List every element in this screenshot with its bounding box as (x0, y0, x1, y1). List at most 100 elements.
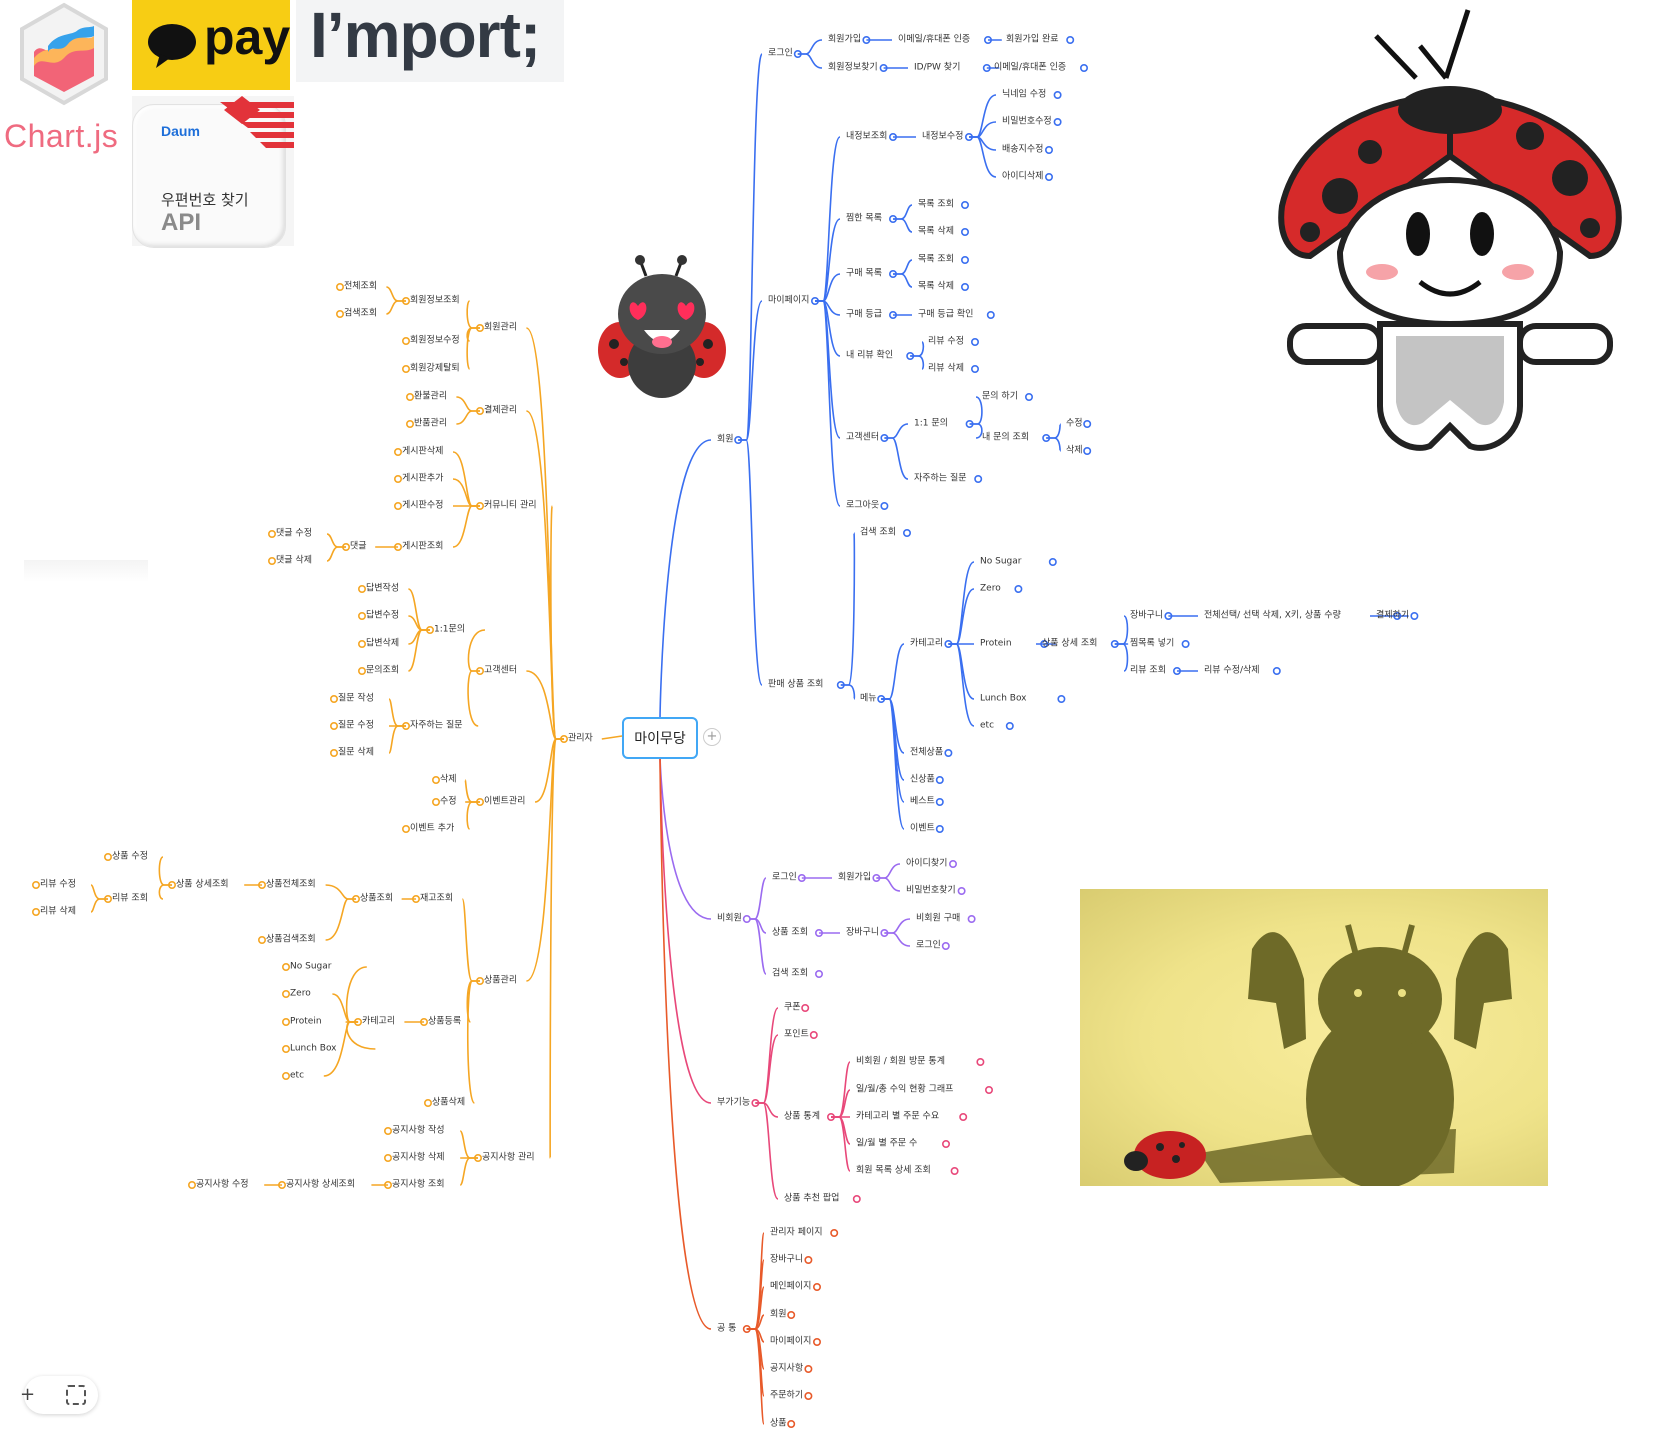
mindmap-node-a-ans-edit[interactable]: 답변수정 (366, 610, 400, 621)
node-connector-dot[interactable] (281, 1017, 290, 1026)
node-connector-dot[interactable] (960, 282, 969, 291)
mindmap-node-e-daily-order[interactable]: 일/월 별 주문 수 (856, 1138, 918, 1149)
mindmap-node-r-member[interactable]: 회원 (717, 434, 734, 445)
mindmap-node-e-revenue[interactable]: 일/월/총 수익 현황 그래프 (856, 1084, 954, 1095)
node-connector-dot[interactable] (329, 748, 338, 757)
mindmap-node-m-cs[interactable]: 고객센터 (846, 432, 880, 443)
node-connector-dot[interactable] (804, 1256, 813, 1265)
mindmap-node-e-member-list[interactable]: 회원 목록 상세 조회 (856, 1165, 931, 1176)
mindmap-node-e-coupon[interactable]: 쿠폰 (784, 1002, 801, 1013)
node-connector-dot[interactable] (104, 852, 113, 861)
add-node-button[interactable]: + (703, 728, 721, 746)
node-connector-dot[interactable] (959, 1113, 968, 1122)
mindmap-node-a-notice-detail[interactable]: 공지사항 상세조회 (286, 1179, 356, 1190)
mindmap-node-a-notice-write[interactable]: 공지사항 작성 (392, 1125, 445, 1136)
node-connector-dot[interactable] (1410, 611, 1419, 620)
mindmap-node-m-ask[interactable]: 문의 하기 (982, 391, 1018, 402)
mindmap-node-a-notice-del[interactable]: 공지사항 삭제 (392, 1152, 445, 1163)
mindmap-node-m-find-auth[interactable]: 이메일/휴대폰 인증 (994, 62, 1067, 73)
mindmap-node-m-qna[interactable]: 1:1 문의 (914, 418, 948, 429)
mindmap-node-a-ans-del[interactable]: 답변삭제 (366, 638, 400, 649)
mindmap-node-c-admin-page[interactable]: 관리자 페이지 (770, 1227, 823, 1238)
mindmap-node-a-prod-edit[interactable]: 상품 수정 (112, 851, 148, 862)
node-connector-dot[interactable] (935, 824, 944, 833)
mindmap-node-a-member-view[interactable]: 회원정보조회 (410, 295, 460, 306)
node-connector-dot[interactable] (1272, 666, 1281, 675)
node-connector-dot[interactable] (935, 775, 944, 784)
node-connector-dot[interactable] (393, 474, 402, 483)
mindmap-node-m-review[interactable]: 내 리뷰 확인 (846, 350, 894, 361)
mindmap-node-a-notice[interactable]: 공지사항 관리 (482, 1152, 535, 1163)
mindmap-node-c-main[interactable]: 메인페이지 (770, 1281, 812, 1292)
node-connector-dot[interactable] (1045, 146, 1054, 155)
node-connector-dot[interactable] (393, 501, 402, 510)
node-connector-dot[interactable] (941, 941, 950, 950)
node-connector-dot[interactable] (1014, 584, 1023, 593)
mindmap-node-c-notice[interactable]: 공지사항 (770, 1363, 804, 1374)
mindmap-node-a-member[interactable]: 회원관리 (484, 322, 518, 333)
mindmap-node-m-cart-ops[interactable]: 전체선택/ 선택 삭제, X키, 상품 수량 (1204, 610, 1341, 621)
mindmap-node-r-guest[interactable]: 비회원 (717, 913, 742, 924)
mindmap-node-m-sale[interactable]: 판매 상품 조회 (768, 679, 824, 690)
node-connector-dot[interactable] (1053, 91, 1062, 100)
mindmap-node-a-protein[interactable]: Protein (290, 1016, 322, 1027)
node-connector-dot[interactable] (405, 392, 414, 401)
node-connector-dot[interactable] (787, 1420, 796, 1429)
mindmap-node-c-product[interactable]: 상품 (770, 1418, 787, 1429)
node-connector-dot[interactable] (329, 721, 338, 730)
mindmap-node-m-event[interactable]: 이벤트 (910, 823, 935, 834)
node-connector-dot[interactable] (1066, 35, 1075, 44)
node-connector-dot[interactable] (976, 1058, 985, 1067)
mindmap-node-m-addr[interactable]: 배송지수정 (1002, 144, 1044, 155)
mindmap-node-m-nick[interactable]: 닉네임 수정 (1002, 89, 1047, 100)
node-connector-dot[interactable] (1053, 118, 1062, 127)
node-connector-dot[interactable] (809, 1031, 818, 1040)
mindmap-node-a-post-edit[interactable]: 게시판수정 (402, 500, 444, 511)
node-connector-dot[interactable] (970, 364, 979, 373)
node-connector-dot[interactable] (950, 1167, 959, 1176)
mindmap-node-m-nosugar[interactable]: No Sugar (980, 556, 1022, 567)
node-connector-dot[interactable] (941, 1140, 950, 1149)
node-connector-dot[interactable] (405, 419, 414, 428)
node-connector-dot[interactable] (1005, 721, 1014, 730)
mindmap-node-a-pay[interactable]: 결제관리 (484, 405, 518, 416)
node-connector-dot[interactable] (281, 1072, 290, 1081)
node-connector-dot[interactable] (1057, 694, 1066, 703)
mindmap-node-a-prod-detail[interactable]: 상품 상세조회 (176, 879, 229, 890)
node-connector-dot[interactable] (944, 748, 953, 757)
mindmap-node-c-mypage[interactable]: 마이페이지 (770, 1336, 812, 1347)
mindmap-node-r-common[interactable]: 공 통 (717, 1323, 737, 1334)
mindmap-node-m-qna-edit[interactable]: 수정 (1066, 418, 1083, 429)
mindmap-node-m-review-del[interactable]: 리뷰 삭제 (928, 363, 964, 374)
node-connector-dot[interactable] (830, 1229, 839, 1238)
mindmap-node-m-login[interactable]: 로그인 (768, 48, 793, 59)
node-connector-dot[interactable] (960, 201, 969, 210)
mindmap-node-e-stats[interactable]: 상품 통계 (784, 1111, 820, 1122)
mindmap-node-a-faq[interactable]: 자주하는 질문 (410, 720, 463, 731)
mindmap-node-a-event-del[interactable]: 삭제 (440, 774, 457, 785)
node-connector-dot[interactable] (357, 666, 366, 675)
mindmap-node-m-wish-view[interactable]: 목록 조회 (918, 199, 954, 210)
mindmap-node-e-point[interactable]: 포인트 (784, 1029, 809, 1040)
mindmap-node-a-review-del[interactable]: 리뷰 삭제 (40, 906, 76, 917)
mindmap-node-a-prod-all[interactable]: 상품전체조회 (266, 879, 316, 890)
mindmap-root-node[interactable]: 마이무당 (622, 717, 698, 759)
mindmap-node-m-qna-del[interactable]: 삭제 (1066, 445, 1083, 456)
node-connector-dot[interactable] (1025, 392, 1034, 401)
mindmap-node-g-find-id[interactable]: 아이디찾기 (906, 858, 948, 869)
mindmap-node-m-best[interactable]: 베스트 (910, 796, 935, 807)
mindmap-node-a-faq-del[interactable]: 질문 삭제 (338, 747, 374, 758)
node-connector-dot[interactable] (1080, 64, 1089, 73)
mindmap-node-a-cat[interactable]: 카테고리 (362, 1016, 396, 1027)
mindmap-node-g-find-pw[interactable]: 비밀번호찾기 (906, 885, 956, 896)
node-connector-dot[interactable] (960, 255, 969, 264)
mindmap-node-a-post-del[interactable]: 게시판삭제 (402, 446, 444, 457)
mindmap-node-a-zero[interactable]: Zero (290, 988, 311, 999)
mindmap-node-m-logout[interactable]: 로그아웃 (846, 500, 880, 511)
mindmap-node-a-comment[interactable]: 댓글 (350, 541, 367, 552)
mindmap-node-a-member-kick[interactable]: 회원강제탈퇴 (410, 363, 460, 374)
node-connector-dot[interactable] (267, 556, 276, 565)
node-connector-dot[interactable] (902, 528, 911, 537)
mindmap-node-m-new[interactable]: 신상품 (910, 774, 935, 785)
node-connector-dot[interactable] (880, 501, 889, 510)
